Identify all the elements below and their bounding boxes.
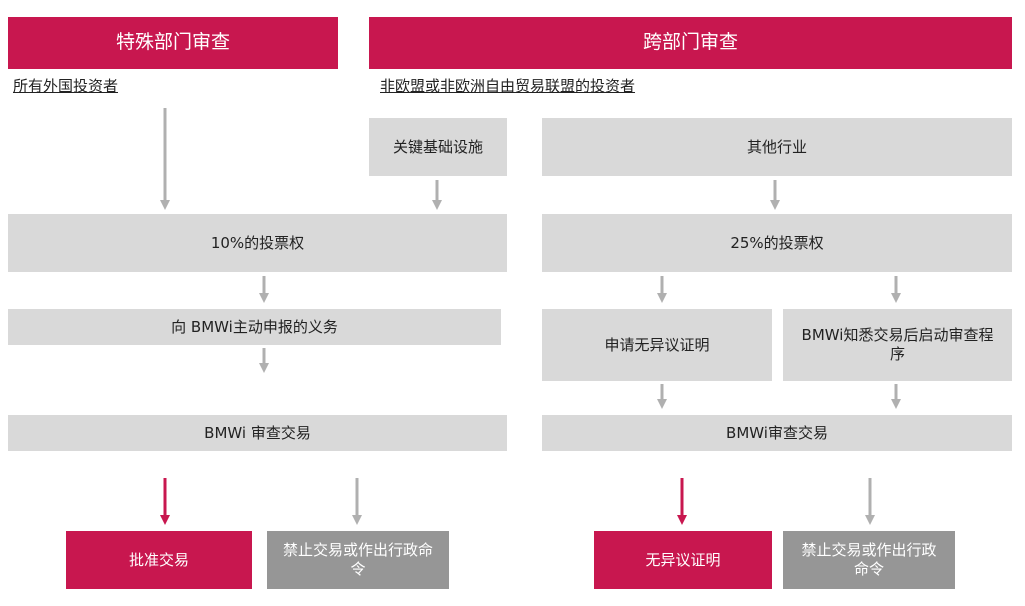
right-scope-label: 非欧盟或非欧洲自由贸易联盟的投资者	[380, 77, 636, 95]
left-review-box: BMWi 审查交易	[8, 415, 507, 451]
clearance-certificate-box: 无异议证明	[594, 531, 772, 589]
other-industries-box: 其他行业	[542, 118, 1012, 176]
initiate-review-box: BMWi知悉交易后启动审查程序	[783, 309, 1012, 381]
left-threshold-box: 10%的投票权	[8, 214, 507, 272]
notification-obligation-box: 向 BMWi主动申报的义务	[8, 309, 501, 345]
right-review-box: BMWi审查交易	[542, 415, 1012, 451]
approve-transaction-box: 批准交易	[66, 531, 252, 589]
critical-infrastructure-box: 关键基础设施	[369, 118, 507, 176]
right-threshold-box: 25%的投票权	[542, 214, 1012, 272]
left-prohibit-box: 禁止交易或作出行政命令	[267, 531, 449, 589]
left-scope-label: 所有外国投资者	[13, 77, 119, 95]
special-sector-review-header: 特殊部门审查	[8, 17, 338, 69]
apply-clearance-box: 申请无异议证明	[542, 309, 772, 381]
cross-sector-review-header: 跨部门审查	[369, 17, 1012, 69]
right-prohibit-box: 禁止交易或作出行政命令	[783, 531, 955, 589]
